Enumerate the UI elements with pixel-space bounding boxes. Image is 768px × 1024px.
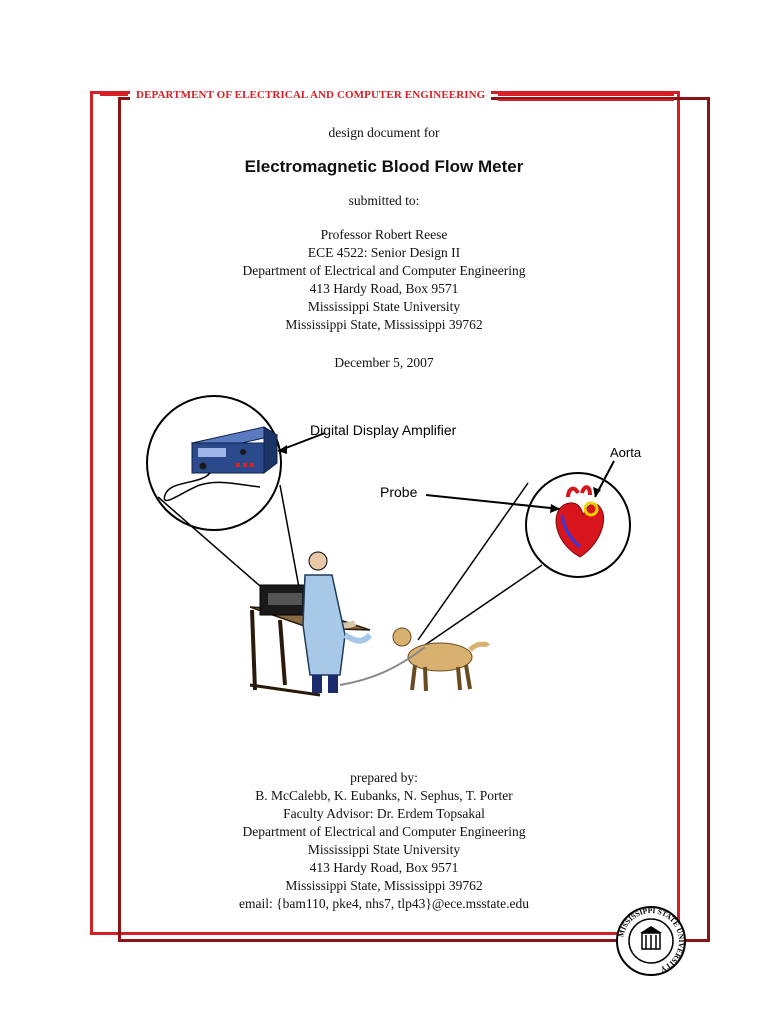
dog-icon <box>392 627 490 692</box>
zoom-line <box>424 564 543 646</box>
zoom-line <box>279 484 301 594</box>
recipient-line: ECE 4522: Senior Design II <box>307 245 461 260</box>
header-rule-left <box>100 94 128 96</box>
illustration: Digital Display Amplifier Aorta Probe <box>140 390 660 700</box>
zoom-line <box>157 496 269 594</box>
prepared-line: Faculty Advisor: Dr. Erdem Topsakal <box>283 806 485 821</box>
prepared-line: Mississippi State, Mississippi 39762 <box>285 878 483 893</box>
prepared-line: Mississippi State University <box>307 842 461 857</box>
prepared-line: B. McCalebb, K. Eubanks, N. Sephus, T. P… <box>255 788 513 803</box>
intro-text: design document for <box>328 125 440 140</box>
amplifier-device-icon <box>190 426 279 475</box>
cable-to-dog <box>339 646 426 686</box>
university-seal-icon: MISSISSIPPI STATE UNIVERSITY <box>616 906 686 976</box>
recipient-line: Mississippi State, Mississippi 39762 <box>285 317 483 332</box>
recipient-line: Mississippi State University <box>307 299 461 314</box>
prepared-line: Department of Electrical and Computer En… <box>242 824 526 839</box>
header-rule-right-1 <box>498 94 674 96</box>
aorta-label: Aorta <box>610 445 642 460</box>
zoom-line <box>417 482 529 641</box>
header-rule-right-2 <box>498 99 674 101</box>
submitted-to-text: submitted to: <box>348 193 420 208</box>
recipient-line: 413 Hardy Road, Box 9571 <box>309 281 459 296</box>
heart-icon <box>555 485 605 558</box>
prepared-line: email: {bam110, pke4, nhs7, tlp43}@ece.m… <box>239 896 529 911</box>
aorta-probe-ring <box>583 501 599 517</box>
prepared-by-heading: prepared by: <box>350 770 418 785</box>
document-date: December 5, 2007 <box>334 355 434 370</box>
probe-label: Probe <box>380 484 418 500</box>
prepared-by-block: prepared by: B. McCalebb, K. Eubanks, N.… <box>120 769 648 913</box>
recipient-block: Professor Robert Reese ECE 4522: Senior … <box>120 226 648 334</box>
document-title: Electromagnetic Blood Flow Meter <box>244 157 524 176</box>
recipient-line: Department of Electrical and Computer En… <box>242 263 526 278</box>
recipient-line: Professor Robert Reese <box>320 227 448 242</box>
amplifier-label: Digital Display Amplifier <box>310 422 457 438</box>
department-header: DEPARTMENT OF ELECTRICAL AND COMPUTER EN… <box>130 89 492 101</box>
probe-cable-icon <box>163 472 261 502</box>
scientist-icon <box>302 551 373 693</box>
prepared-line: 413 Hardy Road, Box 9571 <box>309 860 459 875</box>
